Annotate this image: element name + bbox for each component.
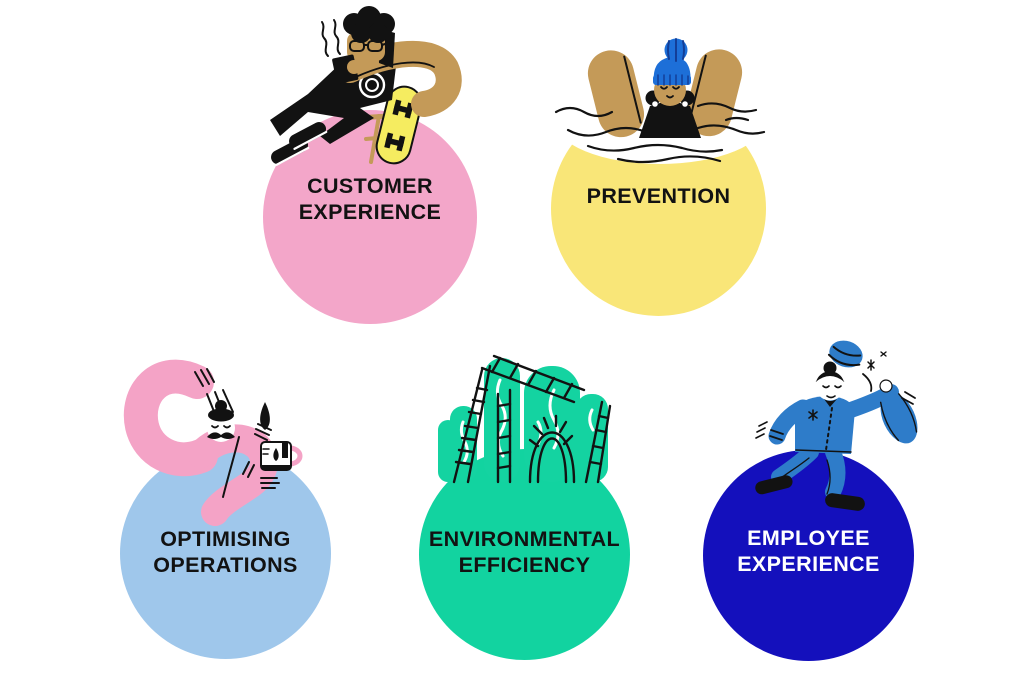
optimising-operations-circle: [120, 448, 331, 659]
prevention-label: PREVENTION: [586, 184, 731, 208]
environmental-efficiency-circle: [419, 449, 630, 660]
striding-worker-illustration: [755, 340, 918, 511]
customer-experience-label: CUSTOMER EXPERIENCE: [298, 174, 442, 224]
optimising-operations-label: OPTIMISING OPERATIONS: [153, 527, 298, 577]
reclining-pourer-illustration: [123, 359, 303, 526]
swimmer-illustration: [554, 38, 766, 164]
employee-experience-label: EMPLOYEE EXPERIENCE: [737, 526, 880, 576]
employee-experience-circle: [703, 450, 914, 661]
environmental-efficiency-label: ENVIRONMENTAL EFFICIENCY: [428, 527, 621, 577]
photographer-skateboard-illustration: [270, 6, 462, 166]
plants-trellis-illustration: [438, 354, 612, 484]
